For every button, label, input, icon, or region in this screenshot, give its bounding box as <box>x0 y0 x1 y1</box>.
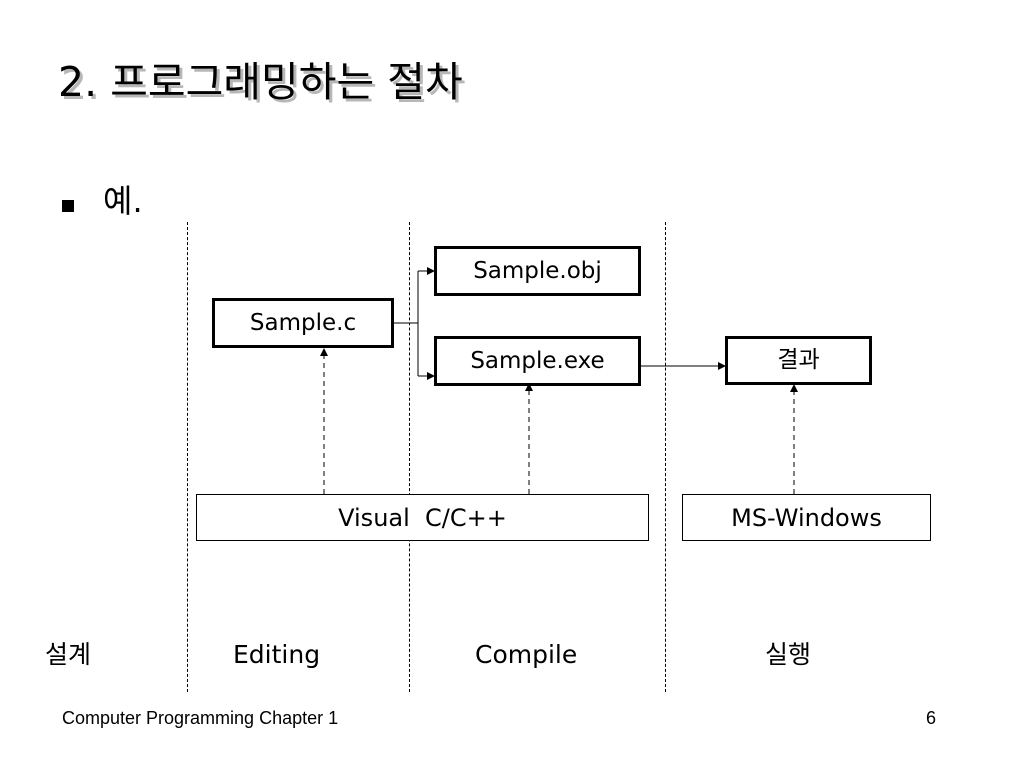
sample-exe-label: Sample.exe <box>470 347 605 374</box>
sample-c-box: Sample.c <box>212 298 394 348</box>
sample-c-to-sample-obj-arrow <box>393 267 435 376</box>
phase-label-design: 설계 <box>45 640 92 669</box>
phase-divider-compile-run <box>665 222 666 692</box>
result-label: 결과 <box>777 347 820 373</box>
sample-c-label: Sample.c <box>249 309 357 336</box>
bullet-square-icon <box>62 200 74 212</box>
sample-obj-label: Sample.obj <box>473 257 602 284</box>
result-box: 결과 <box>725 336 872 385</box>
phase-divider-editing-compile <box>409 222 410 692</box>
footer-course-title: Computer Programming Chapter 1 <box>62 708 339 728</box>
bullet-text: 예. <box>103 182 143 220</box>
sample-obj-box: Sample.obj <box>434 246 641 296</box>
phase-label-run: 실행 <box>765 640 812 669</box>
os-tool-label: MS-Windows <box>731 503 882 532</box>
phase-divider-design-editing <box>187 222 188 692</box>
phase-label-compile: Compile <box>475 640 578 669</box>
os-tool-box: MS-Windows <box>682 494 931 541</box>
compiler-tool-label: Visual C/C++ <box>338 503 507 532</box>
phase-label-editing: Editing <box>233 640 321 669</box>
footer-page-number: 6 <box>926 708 937 728</box>
sample-exe-box: Sample.exe <box>434 336 641 386</box>
compiler-tool-box: Visual C/C++ <box>196 494 649 541</box>
slide-title: 2. 프로그래밍하는 절차 <box>58 58 463 106</box>
